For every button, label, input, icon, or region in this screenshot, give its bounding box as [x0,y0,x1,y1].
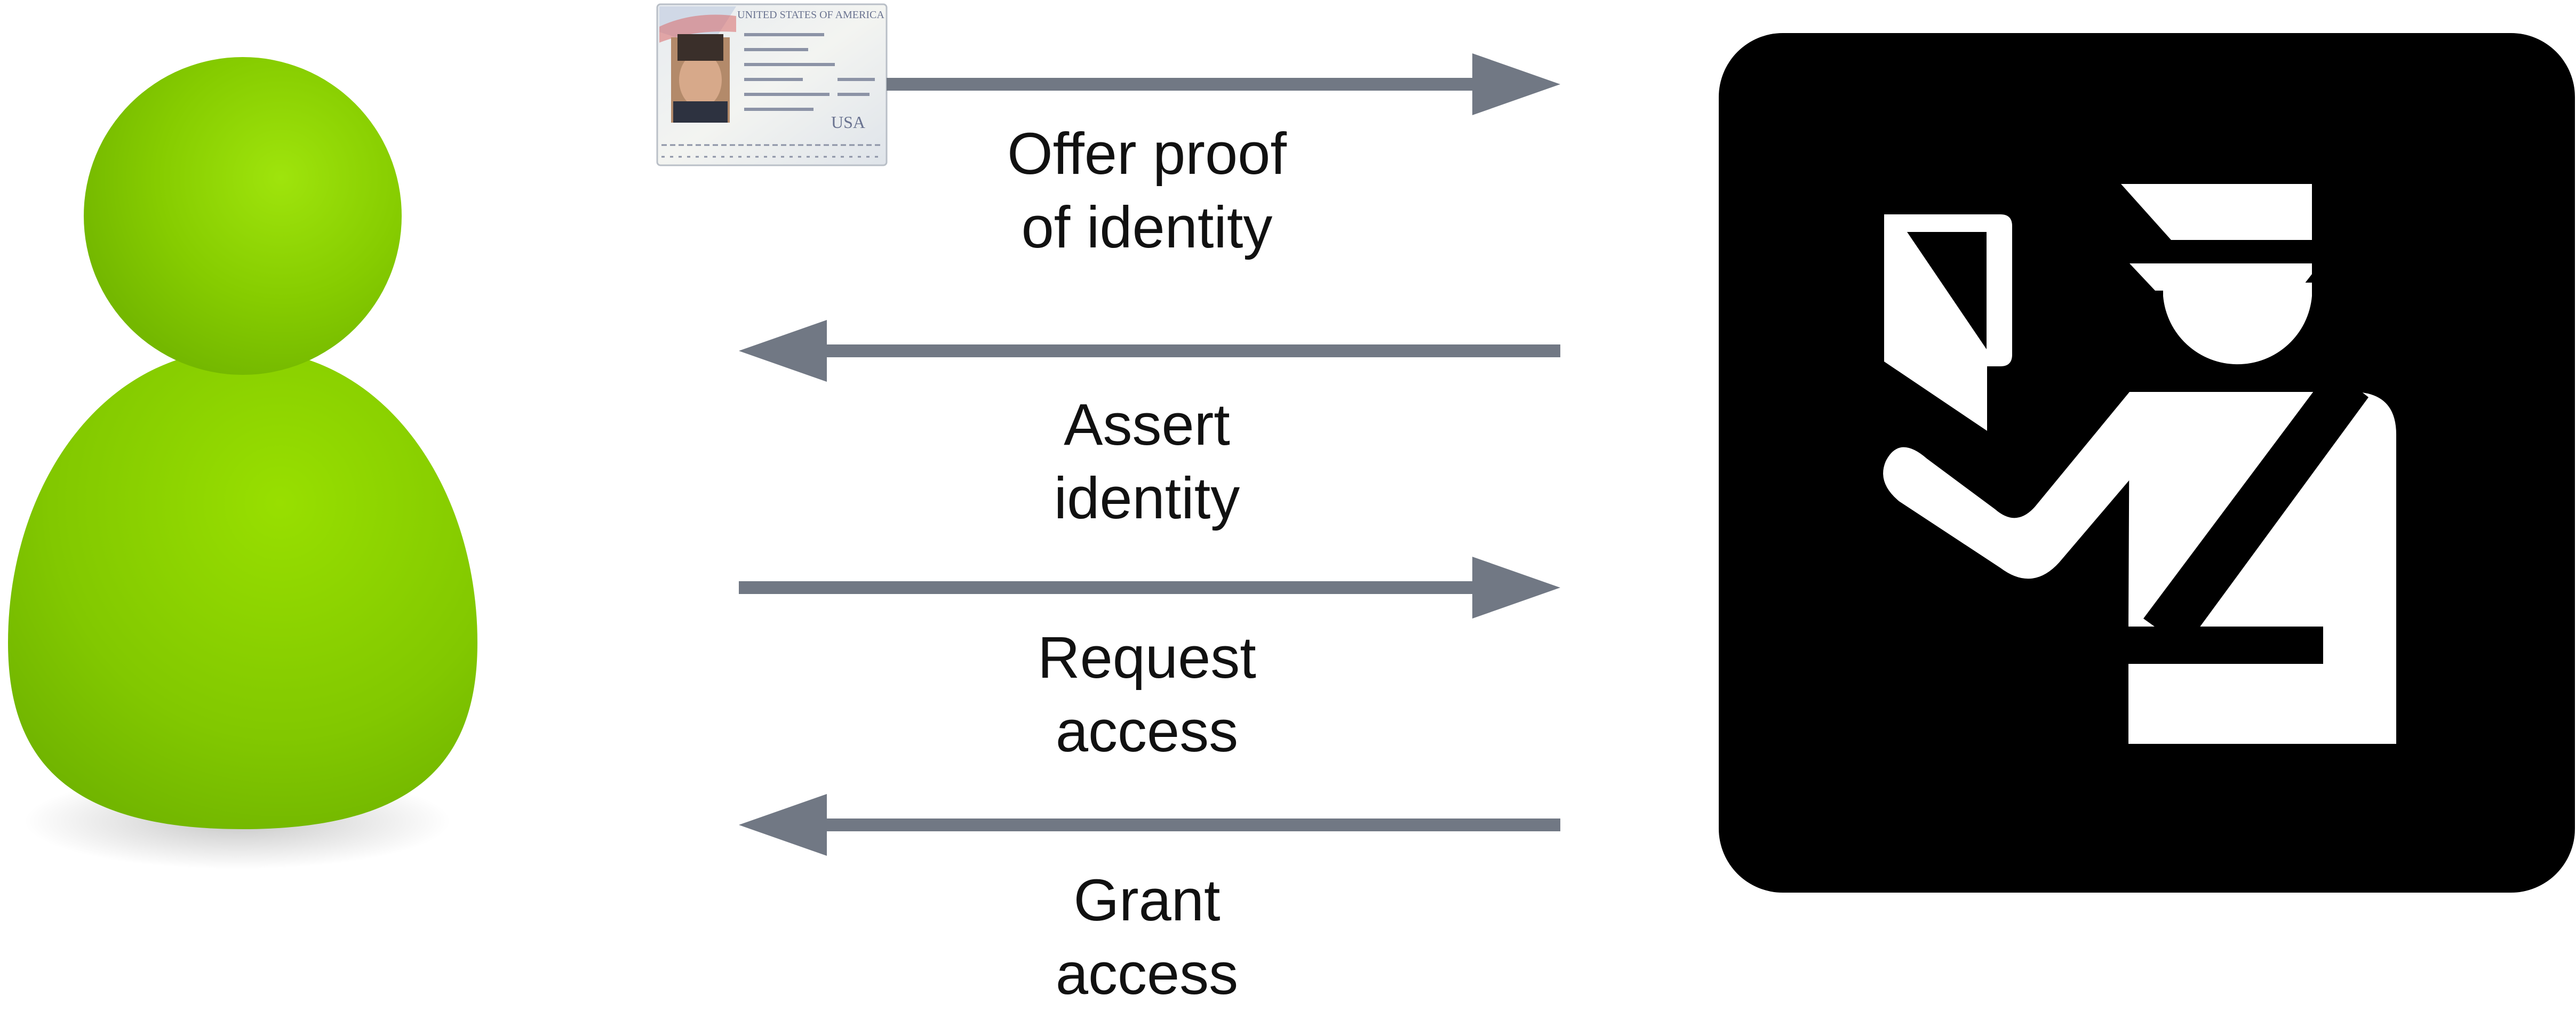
message-label-line: Assert [1064,392,1230,458]
message-label-line: Request [1038,625,1256,691]
passport-country-code: USA [831,113,865,132]
person-icon [8,57,477,869]
arrow-offer-proof [887,53,1560,115]
message-label-offer-proof: Offer proof of identity [907,117,1387,264]
message-label-assert-identity: Assert identity [907,388,1387,535]
person-body [8,349,477,829]
message-label-line: access [1055,699,1239,764]
message-label-line: of identity [1021,195,1273,260]
arrow-request-access [739,557,1560,619]
message-label-line: Grant [1073,868,1221,933]
arrow-assert-identity [739,320,1560,382]
message-label-line: Offer proof [1007,121,1287,187]
message-label-grant-access: Grant access [907,864,1387,1011]
person-head [84,57,402,375]
passport-icon: UNITED STATES OF AMERICA USA [656,3,888,166]
passport-header: UNITED STATES OF AMERICA [737,9,884,21]
message-label-request-access: Request access [907,621,1387,768]
message-label-line: access [1055,941,1239,1007]
message-label-line: identity [1054,466,1240,531]
arrow-grant-access [739,794,1560,856]
immigration-officer-icon [1719,33,2575,893]
